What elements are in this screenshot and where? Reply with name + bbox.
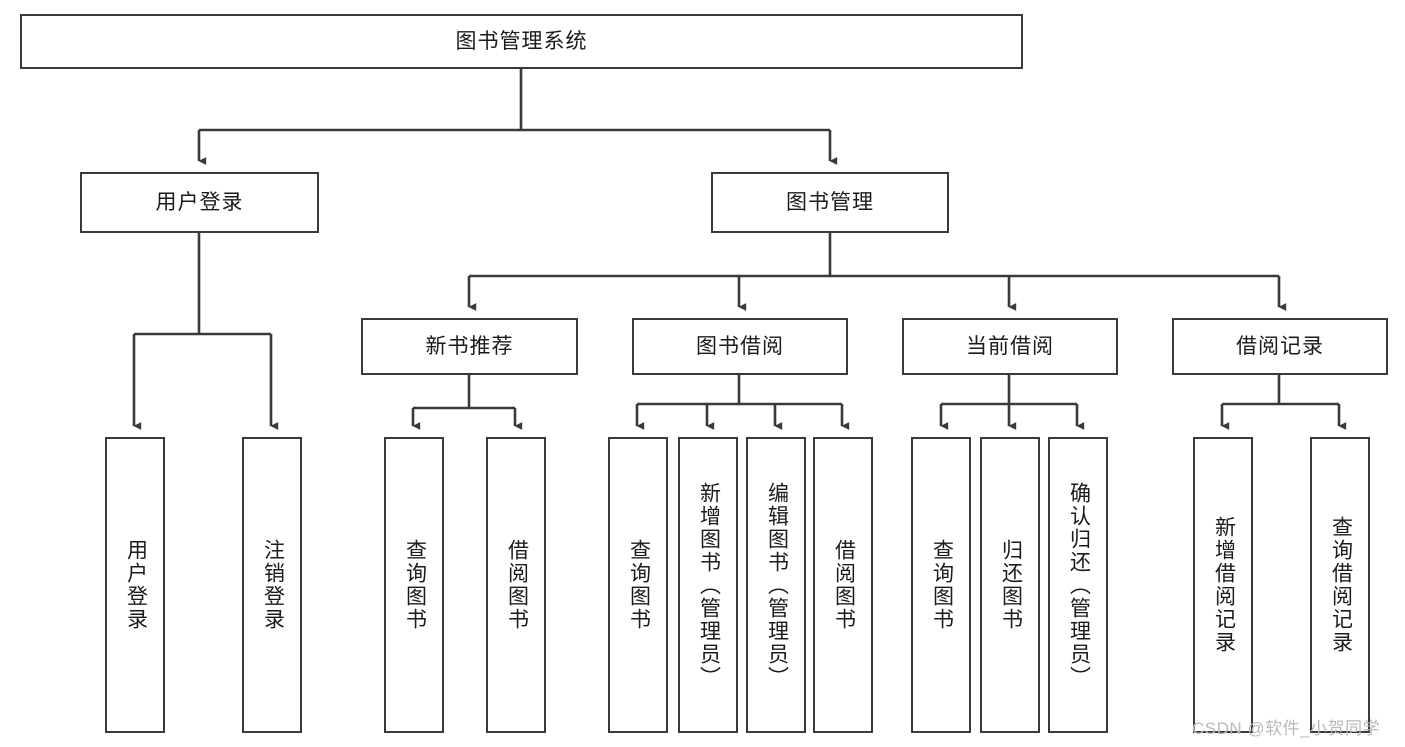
node-label: 查询借阅记录 [1329,516,1353,654]
node-label: 图书借阅 [696,334,784,358]
leaf-current-borrow-query[interactable]: 查询图书 [911,437,971,733]
leaf-new-book-query[interactable]: 查询图书 [384,437,444,733]
node-label: 新书推荐 [425,334,514,358]
node-label: 借阅图书 [505,539,529,631]
csdn-watermark: CSDN @软件_小贺同学 [1192,719,1381,738]
leaf-book-borrow-edit[interactable]: 编辑图书（管理员） [746,437,806,733]
node-label: 图书管理 [786,190,874,214]
leaf-book-borrow-query[interactable]: 查询图书 [608,437,668,733]
leaf-new-book-borrow[interactable]: 借阅图书 [486,437,546,733]
node-book-borrow[interactable]: 图书借阅 [632,318,848,375]
leaf-user-login-logout[interactable]: 注销登录 [242,437,302,733]
node-book-management[interactable]: 图书管理 [711,172,949,233]
node-label: 注销登录 [261,539,285,631]
node-label: 归还图书 [999,539,1023,631]
node-label: 图书管理系统 [455,29,588,53]
node-label: 新增借阅记录 [1212,516,1236,654]
node-label: 当前借阅 [966,334,1054,358]
node-label: 编辑图书（管理员） [765,481,789,689]
node-label: 借阅记录 [1236,334,1324,358]
node-label: 查询图书 [627,539,651,631]
node-new-book-recommend[interactable]: 新书推荐 [361,318,578,375]
leaf-user-login-login[interactable]: 用户登录 [105,437,165,733]
node-user-login[interactable]: 用户登录 [80,172,319,233]
leaf-borrow-record-add[interactable]: 新增借阅记录 [1193,437,1253,733]
node-label: 确认归还（管理员） [1067,481,1091,689]
node-label: 借阅图书 [832,539,856,631]
leaf-borrow-record-query[interactable]: 查询借阅记录 [1310,437,1370,733]
leaf-current-borrow-confirm-return[interactable]: 确认归还（管理员） [1048,437,1108,733]
node-label: 查询图书 [403,539,427,631]
node-book-management-system[interactable]: 图书管理系统 [20,14,1023,69]
leaf-book-borrow-add[interactable]: 新增图书（管理员） [678,437,738,733]
leaf-current-borrow-return[interactable]: 归还图书 [980,437,1040,733]
node-label: 新增图书（管理员） [697,481,721,689]
node-borrow-record[interactable]: 借阅记录 [1172,318,1388,375]
node-label: 用户登录 [155,190,244,214]
node-label: 用户登录 [124,539,148,631]
node-label: 查询图书 [930,539,954,631]
leaf-book-borrow-borrow[interactable]: 借阅图书 [813,437,873,733]
node-current-borrow[interactable]: 当前借阅 [902,318,1118,375]
